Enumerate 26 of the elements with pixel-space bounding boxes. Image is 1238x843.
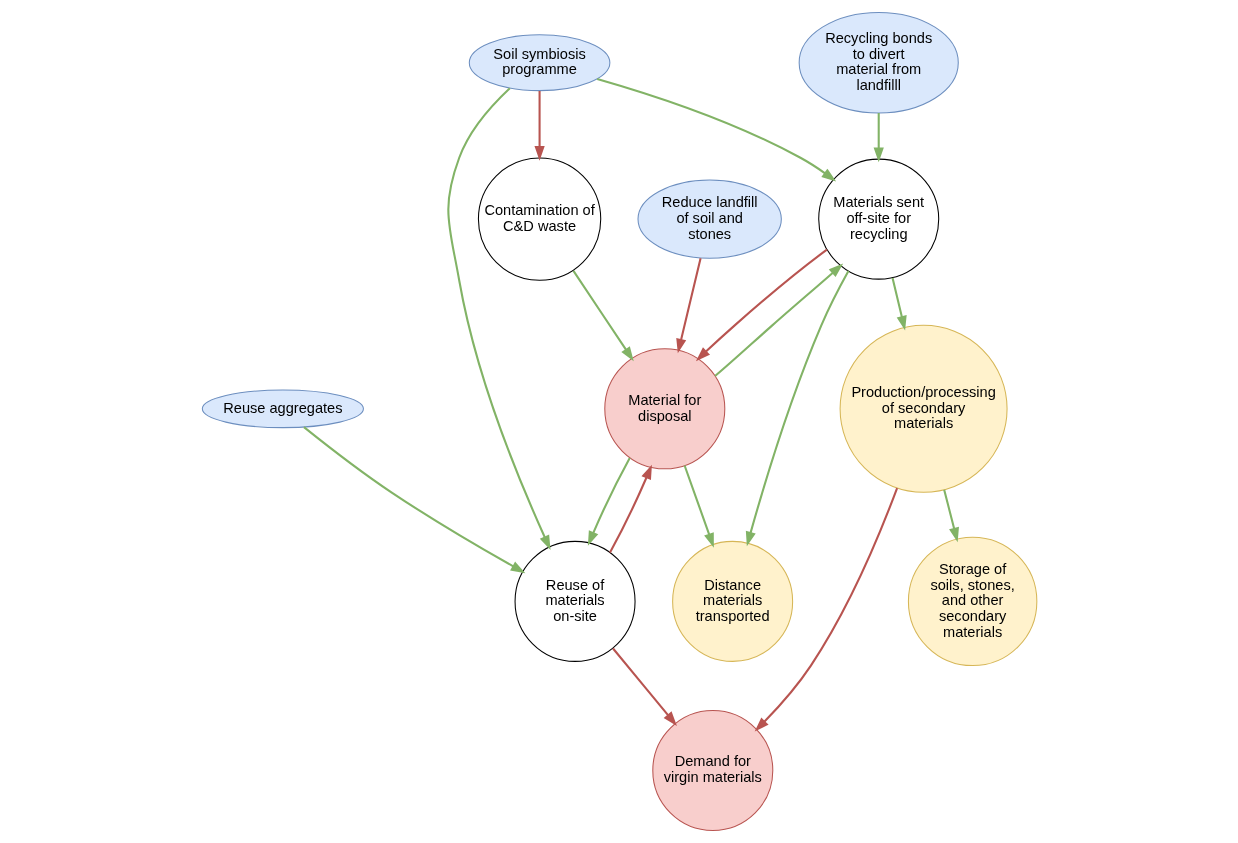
arrow bbox=[891, 277, 907, 331]
arrow bbox=[446, 87, 551, 550]
node-circle: Production/processing of secondary materials bbox=[839, 324, 1008, 493]
arrow bbox=[302, 426, 525, 574]
arrow bbox=[572, 270, 634, 362]
arrow bbox=[608, 464, 652, 553]
arrow bbox=[745, 270, 849, 547]
node-ellipse: Recycling bonds to divert material from landfilll bbox=[798, 11, 959, 114]
arrow bbox=[587, 457, 631, 546]
node-circle: Contamination of C&D waste bbox=[477, 157, 601, 281]
arrow bbox=[683, 465, 714, 548]
arrow bbox=[675, 257, 702, 354]
arrow bbox=[754, 487, 898, 732]
arrow bbox=[533, 91, 545, 161]
arrow bbox=[596, 77, 836, 182]
arrow bbox=[942, 489, 959, 543]
arrow bbox=[611, 647, 677, 726]
node-circle: Distance materials transported bbox=[671, 540, 793, 662]
node-ellipse: Soil symbiosis programme bbox=[468, 34, 610, 92]
node-circle: Storage of soils, stones, and other secondary materials bbox=[907, 536, 1037, 667]
node-ellipse: Reduce landfill of soil and stones bbox=[637, 179, 782, 259]
arrow bbox=[713, 263, 843, 377]
arrow bbox=[873, 113, 884, 163]
arrow bbox=[695, 248, 828, 362]
node-ellipse: Reuse aggregates bbox=[201, 389, 364, 429]
node-circle: Reuse of materials on-site bbox=[514, 540, 636, 662]
